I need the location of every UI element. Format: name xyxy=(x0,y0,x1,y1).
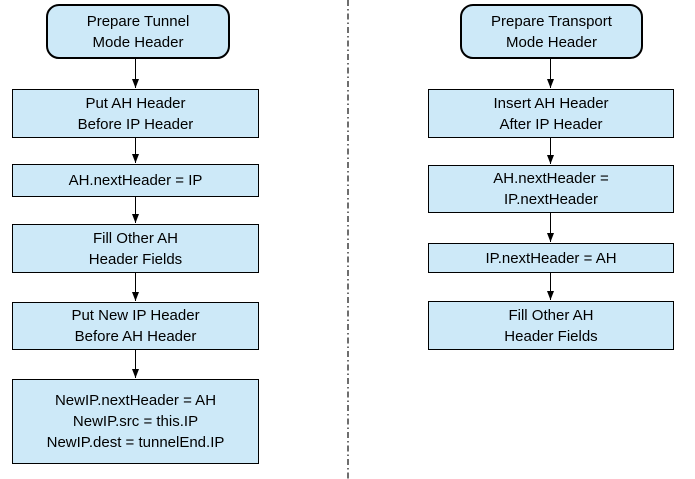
node-insert-ah-header-after-ip-header: Insert AH Header After IP Header xyxy=(428,89,674,138)
node-ah-nextheader-ip-nextheader: AH.nextHeader = IP.nextHeader xyxy=(428,165,674,213)
node-put-new-ip-header-before-ah-header: Put New IP Header Before AH Header xyxy=(12,302,259,350)
node-fill-other-ah-header-fields-transport: Fill Other AH Header Fields xyxy=(428,301,674,350)
node-prepare-transport-mode-header: Prepare Transport Mode Header xyxy=(460,4,643,59)
node-ah-nextheader-ip: AH.nextHeader = IP xyxy=(12,164,259,197)
node-newip-assignments: NewIP.nextHeader = AH NewIP.src = this.I… xyxy=(12,379,259,464)
node-put-ah-header-before-ip-header: Put AH Header Before IP Header xyxy=(12,89,259,138)
node-prepare-tunnel-mode-header: Prepare Tunnel Mode Header xyxy=(46,4,230,59)
node-ip-nextheader-ah: IP.nextHeader = AH xyxy=(428,243,674,273)
node-fill-other-ah-header-fields-tunnel: Fill Other AH Header Fields xyxy=(12,224,259,273)
